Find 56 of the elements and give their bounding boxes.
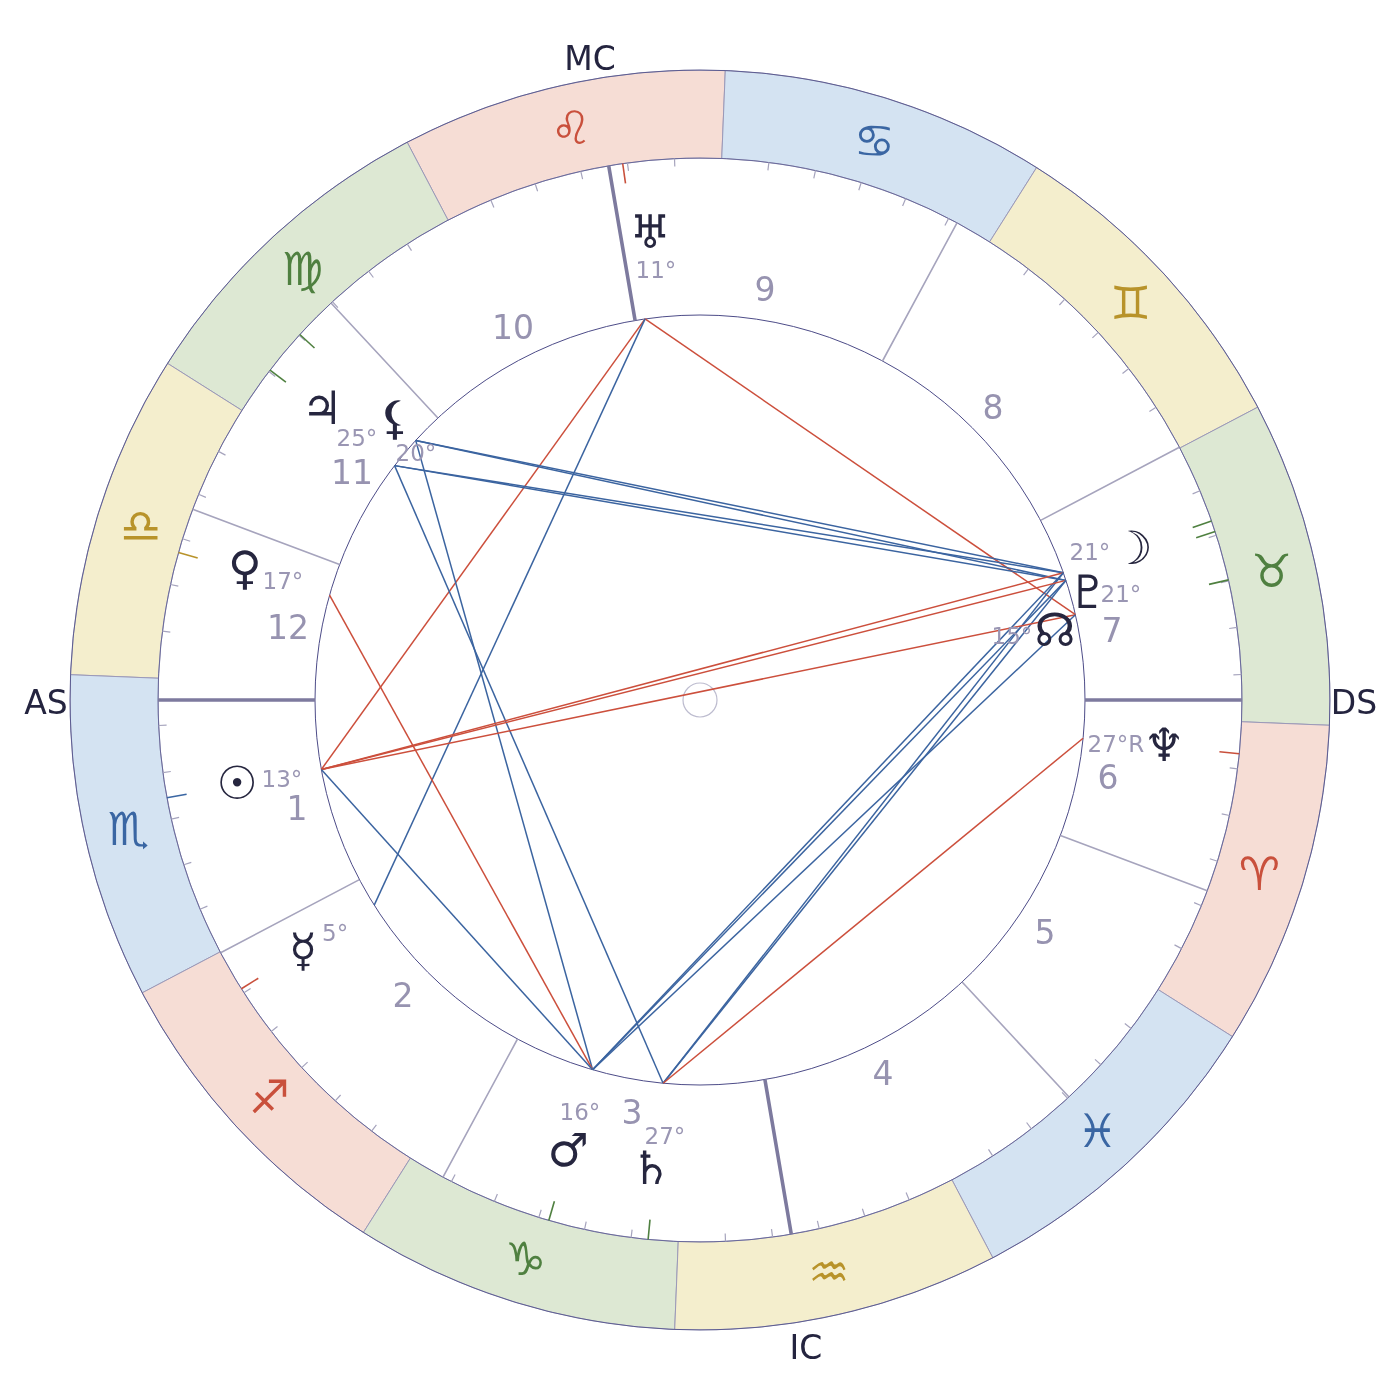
planet-symbol: ⚸ [378, 395, 412, 441]
zodiac-symbol: ♋ [853, 117, 895, 164]
planet-symbol: ♄ [630, 1145, 672, 1191]
zodiac-symbol: ♊ [1110, 279, 1152, 326]
zodiac-symbol: ♈ [1238, 851, 1281, 898]
aspect-line [414, 439, 594, 1071]
planet-symbol: ♅ [629, 209, 671, 255]
planet-symbol: ♀ [228, 545, 262, 591]
house-number: 8 [982, 390, 1004, 424]
aspect-line [328, 594, 594, 1071]
house-number: 11 [331, 455, 373, 489]
degree-label: 27°R [1087, 732, 1145, 756]
house-number: 1 [286, 791, 308, 825]
house-number: 6 [1097, 760, 1119, 794]
degree-label: 27° [644, 1124, 686, 1148]
house-number: 5 [1034, 915, 1056, 949]
zodiac-symbol: ♓ [1076, 1107, 1118, 1154]
aspect-line [320, 768, 594, 1071]
zodiac-symbol: ♎ [119, 502, 162, 549]
house-number: 9 [754, 272, 776, 306]
degree-label: 16° [559, 1100, 601, 1124]
degree-label: 21° [1069, 540, 1111, 564]
degree-label: 25° [336, 426, 378, 450]
angle-label: IC [789, 1330, 823, 1364]
zodiac-symbol: ♐ [248, 1074, 290, 1121]
zodiac-symbol: ♌ [550, 105, 592, 152]
house-number: 3 [621, 1095, 643, 1129]
zodiac-symbol: ♉ [1251, 548, 1293, 595]
house-number: 10 [492, 310, 534, 344]
aspect-line [320, 613, 1077, 771]
degree-label: 21° [1100, 582, 1142, 606]
planet-symbol: ☿ [289, 927, 318, 973]
degree-label: 5° [322, 921, 349, 945]
zodiac-symbol: ♒ [808, 1248, 850, 1295]
aspect-line [644, 318, 1077, 616]
angle-label: DS [1330, 685, 1378, 719]
house-number: 4 [872, 1056, 894, 1090]
aspect-line [662, 737, 1084, 1084]
degree-label: 13° [261, 767, 303, 791]
planet-symbol: ☉ [216, 760, 258, 806]
zodiac-symbol: ♍ [281, 246, 324, 293]
planet-symbol: ♂ [547, 1127, 589, 1173]
aspect-line [393, 464, 664, 1084]
angle-label: MC [564, 41, 616, 75]
degree-label: 11° [635, 258, 677, 282]
house-number: 7 [1101, 613, 1123, 647]
angle-label: AS [24, 685, 68, 719]
planet-symbol: ☽ [1111, 525, 1153, 571]
degree-label: 17° [262, 569, 304, 593]
house-number: 2 [392, 978, 414, 1012]
planet-symbol: ♆ [1143, 722, 1185, 768]
zodiac-symbol: ♏ [107, 805, 149, 852]
aspect-line [373, 318, 646, 906]
house-number: 12 [267, 610, 309, 644]
zodiac-symbol: ♑ [505, 1236, 547, 1283]
aspect-line [320, 318, 646, 771]
